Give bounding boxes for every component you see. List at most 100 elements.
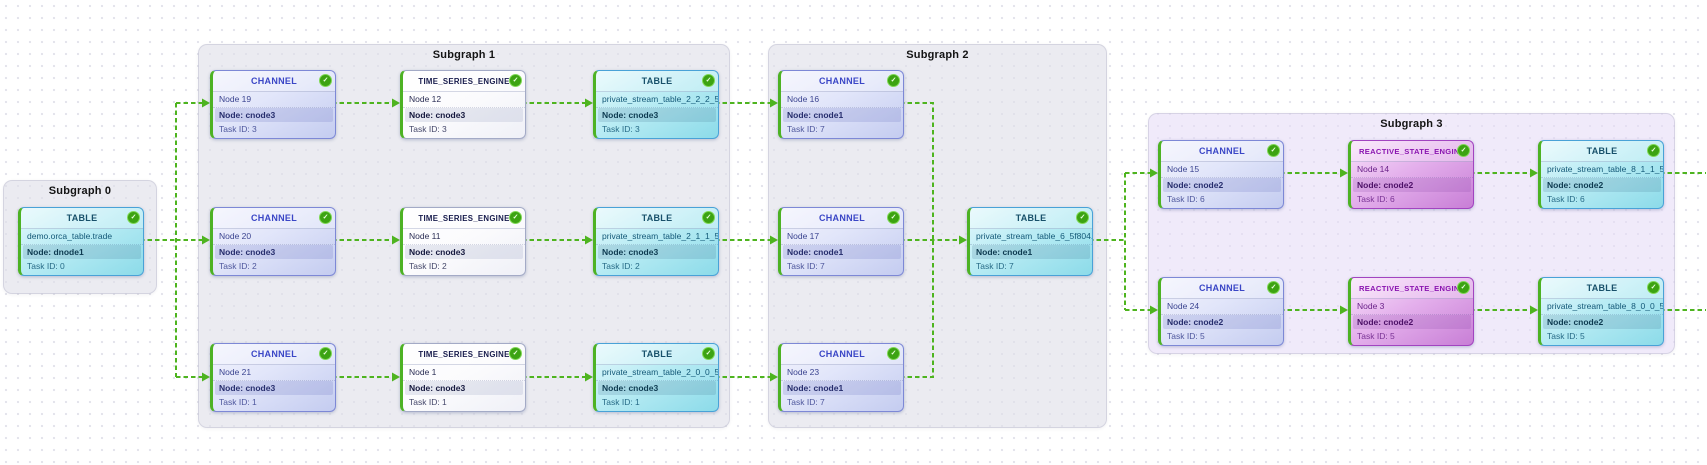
node-table[interactable]: TABLE ✓ private_stream_table_2_2_2_5f...No… — [593, 70, 719, 139]
status-running-icon: ✓ — [702, 347, 715, 360]
node-header: CHANNEL ✓ — [781, 71, 903, 92]
node-task-label: Task ID: 5 — [1357, 331, 1395, 341]
node-task-label: Task ID: 5 — [1547, 331, 1585, 341]
node-name-label: Node 11 — [403, 229, 525, 245]
node-task-label: Task ID: 2 — [409, 261, 447, 271]
node-host-label: Node: cnode2 — [1163, 178, 1281, 192]
node-name-label: Node 19 — [213, 92, 335, 108]
node-header: CHANNEL ✓ — [213, 71, 335, 92]
node-host-label: Node: cnode1 — [972, 245, 1090, 259]
node-host-label: Node: cnode3 — [598, 108, 716, 122]
status-running-icon: ✓ — [319, 211, 332, 224]
status-running-icon: ✓ — [702, 211, 715, 224]
node-header: TABLE ✓ — [21, 208, 143, 229]
status-running-icon: ✓ — [702, 74, 715, 87]
node-type-label: TABLE — [1586, 283, 1618, 293]
node-task-label: Task ID: 7 — [976, 261, 1014, 271]
node-name-label: Node 23 — [781, 365, 903, 381]
node-header: TIME_SERIES_ENGINE✓ — [403, 344, 525, 365]
node-type-label: TIME_SERIES_ENGINE — [418, 213, 510, 223]
node-type-label: CHANNEL — [818, 76, 866, 86]
node-host-label: Node: cnode2 — [1163, 315, 1281, 329]
node-table[interactable]: TABLE✓private_stream_table_6_5f804...Nod… — [967, 207, 1093, 276]
node-header: TABLE✓ — [1541, 278, 1663, 299]
node-table[interactable]: TABLE✓private_stream_table_8_0_0_5f...No… — [1538, 277, 1664, 346]
node-table[interactable]: TABLE✓private_stream_table_2_1_1_5f...No… — [593, 207, 719, 276]
status-running-icon: ✓ — [887, 347, 900, 360]
node-task-label: Task ID: 7 — [787, 124, 825, 134]
node-name-label: private_stream_table_6_5f804... — [970, 229, 1092, 245]
node-type-label: REACTIVE_STATE_ENGINE — [1358, 146, 1466, 156]
status-running-icon: ✓ — [887, 74, 900, 87]
status-running-icon: ✓ — [319, 74, 332, 87]
node-table[interactable]: TABLE✓private_stream_table_2_0_0_5f...No… — [593, 343, 719, 412]
node-host-label: Node: cnode3 — [598, 245, 716, 259]
subgraph-title: Subgraph 2 — [906, 49, 969, 61]
node-header: TIME_SERIES_ENGINE✓ — [403, 71, 525, 92]
node-header: CHANNEL✓ — [213, 344, 335, 365]
node-table[interactable]: TABLE✓private_stream_table_8_1_1_5f...No… — [1538, 140, 1664, 209]
node-host-label: Node: cnode2 — [1543, 178, 1661, 192]
status-running-icon: ✓ — [1457, 281, 1470, 294]
node-header: TABLE✓ — [596, 208, 718, 229]
node-task-label: Task ID: 6 — [1357, 194, 1395, 204]
node-header: TABLE✓ — [596, 344, 718, 365]
node-task-label: Task ID: 6 — [1167, 194, 1205, 204]
node-task-label: Task ID: 1 — [602, 397, 640, 407]
node-name-label: Node 20 — [213, 229, 335, 245]
status-running-icon: ✓ — [509, 211, 522, 224]
node-host-label: Node: cnode3 — [405, 108, 523, 122]
node-host-label: Node: cnode1 — [783, 108, 901, 122]
status-running-icon: ✓ — [1457, 144, 1470, 157]
node-type-label: TABLE — [66, 213, 98, 223]
node-host-label: Node: cnode3 — [405, 245, 523, 259]
status-running-icon: ✓ — [1076, 211, 1089, 224]
node-task-label: Task ID: 2 — [602, 261, 640, 271]
status-running-icon: ✓ — [1267, 281, 1280, 294]
node-name-label: Node 15 — [1161, 162, 1283, 178]
node-type-label: TABLE — [641, 76, 673, 86]
node-name-label: Node 3 — [1351, 299, 1473, 315]
node-type-label: TIME_SERIES_ENGINE — [418, 76, 510, 86]
node-header: REACTIVE_STATE_ENGINE✓ — [1351, 141, 1473, 162]
node-task-label: Task ID: 1 — [219, 397, 257, 407]
node-type-label: TIME_SERIES_ENGINE — [418, 349, 510, 359]
status-running-icon: ✓ — [1647, 144, 1660, 157]
status-running-icon: ✓ — [1267, 144, 1280, 157]
node-name-label: Node 24 — [1161, 299, 1283, 315]
node-name-label: Node 17 — [781, 229, 903, 245]
node-task-label: Task ID: 1 — [409, 397, 447, 407]
node-task-label: Task ID: 5 — [1167, 331, 1205, 341]
node-task-label: Task ID: 0 — [27, 261, 65, 271]
node-name-label: private_stream_table_2_2_2_5f... — [596, 92, 718, 108]
node-type-label: CHANNEL — [250, 76, 298, 86]
status-running-icon: ✓ — [127, 211, 140, 224]
node-host-label: Node: cnode2 — [1353, 178, 1471, 192]
node-host-label: Node: cnode3 — [215, 381, 333, 395]
node-header: TIME_SERIES_ENGINE✓ — [403, 208, 525, 229]
node-host-label: Node: cnode2 — [1543, 315, 1661, 329]
status-running-icon: ✓ — [509, 74, 522, 87]
node-host-label: Node: cnode3 — [215, 245, 333, 259]
node-type-label: CHANNEL — [250, 213, 298, 223]
node-host-label: Node: cnode2 — [1353, 315, 1471, 329]
node-host-label: Node: dnode1 — [23, 245, 141, 259]
subgraph-title: Subgraph 3 — [1380, 118, 1443, 130]
node-host-label: Node: cnode1 — [783, 245, 901, 259]
node-header: CHANNEL ✓ — [213, 208, 335, 229]
